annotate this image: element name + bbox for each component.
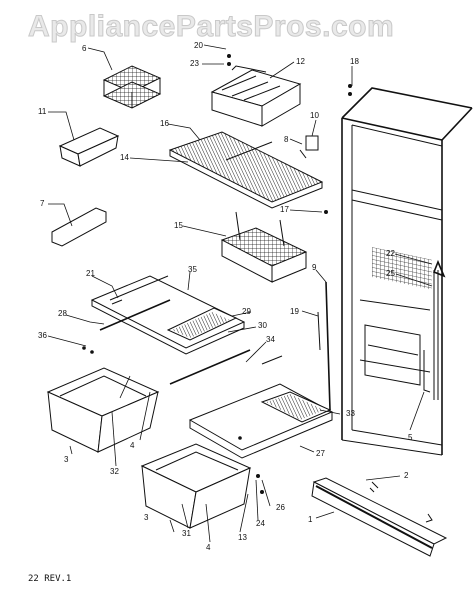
callout-33: 33 [346, 409, 355, 418]
callout-3-lower: 3 [144, 513, 149, 522]
callout-31: 31 [182, 529, 191, 538]
clip-2 [369, 481, 379, 493]
callout-23: 23 [190, 59, 199, 68]
callout-25: 25 [386, 269, 395, 278]
light-cover [305, 135, 319, 151]
callout-34: 34 [266, 335, 275, 344]
callout-32: 32 [110, 467, 119, 476]
ice-bucket [210, 65, 302, 127]
part-5 [423, 350, 431, 393]
callout-2: 2 [404, 471, 409, 480]
callout-4-upper: 4 [130, 441, 135, 450]
dairy-door [51, 207, 107, 247]
switch [299, 149, 307, 159]
callout-11: 11 [38, 107, 47, 116]
hardware [82, 54, 352, 494]
callout-30: 30 [258, 321, 267, 330]
callout-7: 7 [40, 199, 45, 208]
callout-16: 16 [160, 119, 169, 128]
callout-10: 10 [310, 111, 319, 120]
crisper-drawer-lower [140, 443, 252, 529]
footer-revision: 22 REV.1 [28, 574, 72, 584]
leader-lines [47, 44, 433, 543]
ice-tray [102, 65, 162, 109]
rail-30 [169, 349, 251, 385]
crisper-drawer-upper [46, 367, 160, 453]
cabinet [341, 87, 473, 456]
callout-5: 5 [408, 433, 413, 442]
rail-9 [325, 281, 331, 411]
callout-12: 12 [296, 57, 305, 66]
callout-35: 35 [188, 265, 197, 274]
callout-26: 26 [276, 503, 285, 512]
clip [425, 513, 433, 523]
callout-18: 18 [350, 57, 359, 66]
callout-14: 14 [120, 153, 129, 162]
callout-13: 13 [238, 533, 247, 542]
door-bin [58, 127, 120, 167]
callout-9: 9 [312, 263, 317, 272]
callout-8: 8 [284, 135, 289, 144]
callout-17: 17 [280, 205, 289, 214]
callout-28: 28 [58, 309, 67, 318]
callout-1: 1 [308, 515, 313, 524]
callout-labels: 6 20 23 12 18 11 16 10 8 14 7 17 15 22 2… [38, 41, 413, 552]
callout-21: 21 [86, 269, 95, 278]
screws-19 [317, 311, 321, 351]
callout-29: 29 [242, 307, 251, 316]
callout-6: 6 [82, 44, 87, 53]
callout-36: 36 [38, 331, 47, 340]
callout-20: 20 [194, 41, 203, 50]
callout-15: 15 [174, 221, 183, 230]
callout-27: 27 [316, 449, 325, 458]
callout-4-lower: 4 [206, 543, 211, 552]
wire-basket [220, 211, 308, 283]
slide-frame [188, 383, 334, 459]
part-22 [432, 259, 446, 278]
freezer-shelf [168, 131, 324, 209]
callout-3-upper: 3 [64, 455, 69, 464]
bottom-grille [311, 477, 448, 557]
callout-22: 22 [386, 249, 395, 258]
callout-24: 24 [256, 519, 265, 528]
callout-19: 19 [290, 307, 299, 316]
rail-34 [261, 355, 283, 365]
crisper-cover [90, 275, 246, 355]
part-25 [433, 270, 439, 400]
